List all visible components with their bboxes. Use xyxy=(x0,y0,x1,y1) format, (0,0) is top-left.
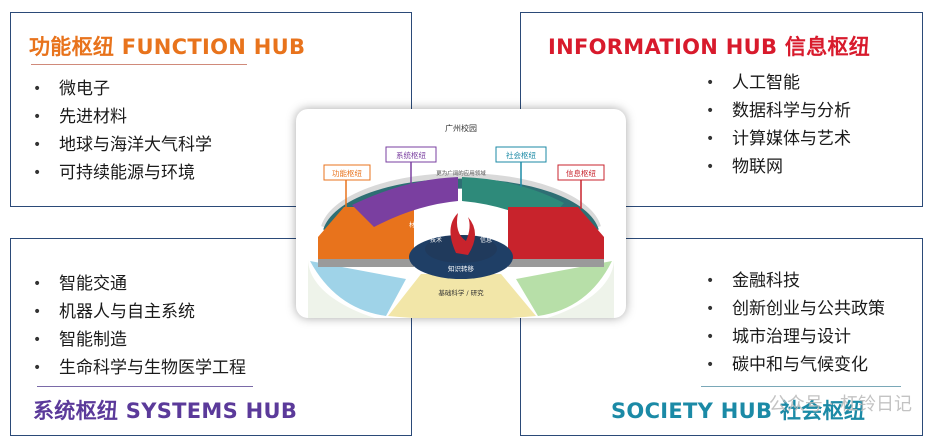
base-wedge xyxy=(310,261,406,316)
function-hub-title: 功能枢纽 FUNCTION HUB xyxy=(29,35,306,59)
segment-label: 信息 xyxy=(480,236,492,244)
step xyxy=(508,259,604,267)
list-item: 碳中和与气候变化 xyxy=(706,351,885,379)
information-hub-title: INFORMATION HUB 信息枢纽 xyxy=(548,35,871,59)
systems-hub-list: 智能交通 机器人与自主系统 智能制造 生命科学与生物医学工程 xyxy=(33,270,246,382)
systems-hub-title: 系统枢纽 SYSTEMS HUB xyxy=(33,399,298,423)
segment-label: 材料/自然科学 xyxy=(409,221,447,229)
list-item: 数据科学与分析 xyxy=(706,97,851,125)
list-item: 先进材料 xyxy=(33,103,212,131)
segment-label: 社会科学 xyxy=(480,221,504,229)
campus-label: 广州校园 xyxy=(445,123,477,133)
society-hub-list: 金融科技 创新创业与公共政策 城市治理与设计 碳中和与气候变化 xyxy=(706,267,885,379)
campus-diagram: 广州校园 功能枢纽 系统枢纽 社会枢纽 信息枢纽 更为广阔的应用领域 材料/自然… xyxy=(296,109,626,318)
function-tag xyxy=(323,164,371,181)
arc-label: 更为广阔的应用领域 xyxy=(436,169,486,177)
function-tag-label: 功能枢纽 xyxy=(332,168,362,178)
list-item: 人工智能 xyxy=(706,69,851,97)
systems-tag xyxy=(385,146,437,163)
list-item: 可持续能源与环境 xyxy=(33,159,212,187)
segment-label: 技术 xyxy=(430,236,442,244)
systems-hub-underline xyxy=(37,386,253,387)
function-hub-underline xyxy=(31,64,247,65)
core-label: 知识转移 xyxy=(448,264,475,273)
society-hub-underline xyxy=(701,386,901,387)
list-item: 城市治理与设计 xyxy=(706,323,885,351)
information-segment xyxy=(508,207,604,259)
information-tag xyxy=(557,164,605,181)
base-label: 基础科学 / 研究 xyxy=(438,288,484,297)
function-segment xyxy=(318,207,414,259)
list-item: 地球与海洋大气科学 xyxy=(33,131,212,159)
function-hub-list: 微电子 先进材料 地球与海洋大气科学 可持续能源与环境 xyxy=(33,75,212,187)
society-tag xyxy=(495,146,547,163)
list-item: 微电子 xyxy=(33,75,212,103)
information-tag-label: 信息枢纽 xyxy=(566,168,596,178)
outer-arc xyxy=(321,173,601,228)
list-item: 创新创业与公共政策 xyxy=(706,295,885,323)
list-item: 金融科技 xyxy=(706,267,885,295)
step xyxy=(318,259,414,267)
list-item: 计算媒体与艺术 xyxy=(706,125,851,153)
base-region xyxy=(308,259,614,318)
society-tag-label: 社会枢纽 xyxy=(506,150,536,160)
list-item: 生命科学与生物医学工程 xyxy=(33,354,246,382)
society-hub-title: SOCIETY HUB 社会枢纽 xyxy=(611,399,866,423)
list-item: 机器人与自主系统 xyxy=(33,298,246,326)
systems-tag-label: 系统枢纽 xyxy=(396,150,426,160)
information-hub-list: 人工智能 数据科学与分析 计算媒体与艺术 物联网 xyxy=(706,69,851,181)
base-wedge xyxy=(516,261,612,316)
campus-diagram-graphic: 广州校园 功能枢纽 系统枢纽 社会枢纽 信息枢纽 更为广阔的应用领域 材料/自然… xyxy=(308,123,614,318)
list-item: 智能制造 xyxy=(33,326,246,354)
systems-segment xyxy=(352,177,458,227)
list-item: 物联网 xyxy=(706,153,851,181)
watermark: 公众号 · 杠铃日记 xyxy=(768,394,912,415)
base-wedge xyxy=(388,274,536,318)
list-item: 智能交通 xyxy=(33,270,246,298)
flame-icon xyxy=(450,213,475,255)
